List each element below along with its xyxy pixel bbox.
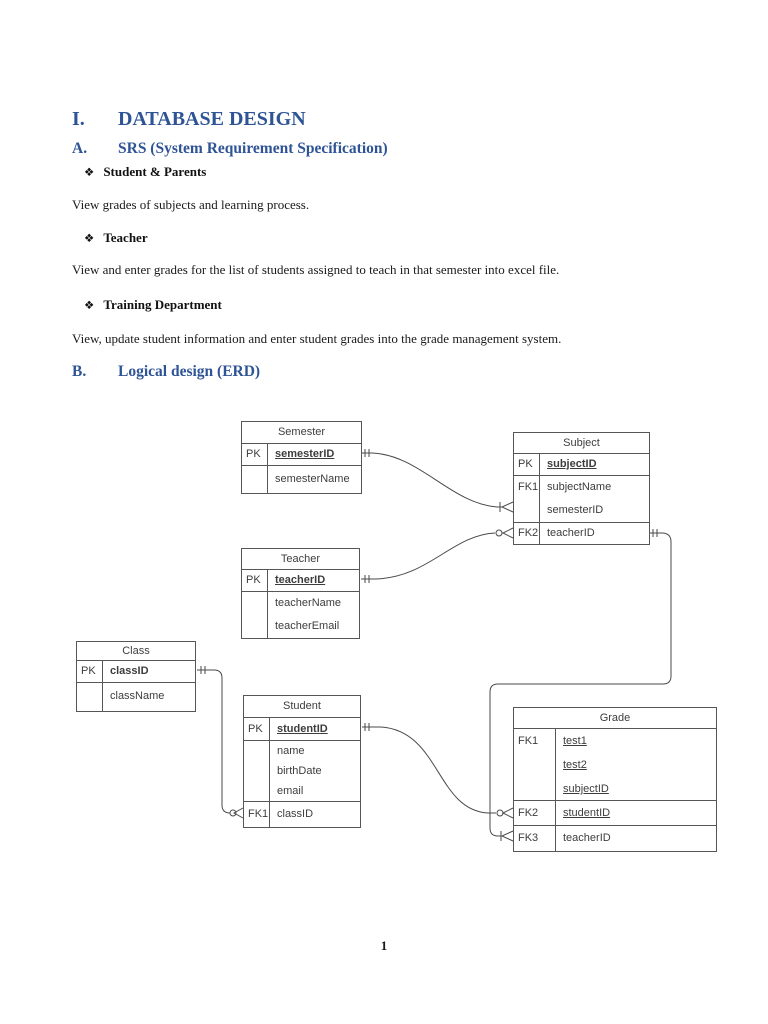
paragraph-training-department: View, update student information and ent… [72,331,562,346]
key-label: PK [77,661,103,682]
attribute-row: PK classID [77,661,195,683]
bullet-title: Teacher [103,230,148,245]
attribute-row: semesterName [242,466,361,493]
attribute-row: FK1 test1 test2 subjectID [514,729,716,801]
attribute-name: teacherName [275,597,342,609]
attribute-row: PK teacherID [242,570,359,592]
attribute-name: semesterName [275,473,350,485]
attribute-name: teacherID [275,574,326,586]
attribute-name: classID [277,808,314,820]
diamond-bullet-icon: ❖ [84,165,95,179]
entity-grade: Grade FK1 test1 test2 subjectID FK2 stud… [513,707,717,852]
attribute-row: name birthDate email [244,741,360,802]
attribute-name: semesterID [275,448,335,460]
connector-semester-subject [362,449,514,513]
attribute-name: subjectName [547,481,612,493]
bullet-student-parents: ❖ Student & Parents [84,164,206,180]
key-column: FK1 [514,476,540,522]
key-label: PK [244,718,270,740]
entity-student: Student PK studentID name birthDate emai… [243,695,361,828]
entity-teacher: Teacher PK teacherID teacherName teacher… [241,548,360,639]
key-column: FK1 [514,729,556,800]
entity-semester: Semester PK semesterID semesterName [241,421,362,494]
attribute-row: FK1 subjectName semesterID [514,476,649,523]
entity-title: Class [77,642,195,661]
attribute-name: subjectID [547,458,597,470]
attribute-row: teacherName teacherEmail [242,592,359,638]
attribute-name: test2 [563,759,587,771]
diamond-bullet-icon: ❖ [84,231,95,245]
attribute-column: name birthDate email [270,741,360,801]
attribute-row: FK2 teacherID [514,523,649,544]
key-label: FK2 [514,523,540,544]
attribute-name: semesterID [547,504,604,516]
key-label: FK2 [514,801,556,825]
page-number: 1 [380,938,388,953]
key-label: PK [242,570,268,591]
connector-class-student [197,666,244,819]
attribute-row: PK semesterID [242,444,361,466]
attribute-name: email [277,785,304,797]
attribute-column: test1 test2 subjectID [556,729,716,800]
key-label: PK [242,444,268,465]
attribute-name: studentID [563,807,611,819]
bullet-teacher: ❖ Teacher [84,230,148,246]
attribute-name: className [110,690,165,702]
attribute-column: teacherName teacherEmail [268,592,359,638]
entity-title: Grade [514,708,716,729]
paragraph-student-parents: View grades of subjects and learning pro… [72,197,310,212]
key-column [242,592,268,638]
attribute-name: teacherID [547,527,595,539]
diamond-bullet-icon: ❖ [84,298,95,312]
entity-title: Semester [242,422,361,444]
attribute-name: test1 [563,735,587,747]
entity-subject: Subject PK subjectID FK1 subjectName sem… [513,432,650,545]
paragraph-teacher: View and enter grades for the list of st… [72,262,560,277]
heading-text: Logical design (ERD) [118,363,261,380]
attribute-name: subjectID [563,783,609,795]
heading-number: B. [72,363,87,380]
connector-student-grade [362,723,514,819]
attribute-row: PK studentID [244,718,360,741]
attribute-row: FK1 classID [244,802,360,827]
heading-database-design: I. DATABASE DESIGN [72,108,306,131]
bullet-training-department: ❖ Training Department [84,297,222,313]
attribute-name: teacherEmail [275,620,340,632]
key-label: FK1 [244,802,270,827]
key-column [244,741,270,801]
attribute-name: birthDate [277,765,322,777]
heading-number: I. [72,108,85,130]
connector-teacher-subject [361,527,514,583]
entity-title: Teacher [242,549,359,570]
key-label: FK1 [518,481,539,493]
attribute-row: FK2 studentID [514,801,716,826]
heading-number: A. [72,140,88,157]
attribute-name: name [277,745,305,757]
attribute-name: classID [110,665,149,677]
attribute-row: FK3 teacherID [514,826,716,851]
heading-logical-design: B. Logical design (ERD) [72,363,260,381]
attribute-name: teacherID [563,832,611,844]
heading-text: DATABASE DESIGN [118,108,306,130]
key-label [77,683,103,711]
bullet-title: Student & Parents [103,164,207,179]
connector-subject-grade [489,529,672,842]
attribute-name: studentID [277,723,328,735]
bullet-title: Training Department [103,297,222,312]
attribute-column: subjectName semesterID [540,476,649,522]
heading-text: SRS (System Requirement Specification) [118,140,388,157]
key-label: FK3 [514,826,556,851]
attribute-row: PK subjectID [514,454,649,476]
key-label: PK [514,454,540,475]
entity-title: Subject [514,433,649,454]
entity-class: Class PK classID className [76,641,196,712]
key-label [242,466,268,493]
entity-title: Student [244,696,360,718]
heading-srs: A. SRS (System Requirement Specification) [72,140,388,158]
key-label: FK1 [518,735,539,747]
attribute-row: className [77,683,195,711]
